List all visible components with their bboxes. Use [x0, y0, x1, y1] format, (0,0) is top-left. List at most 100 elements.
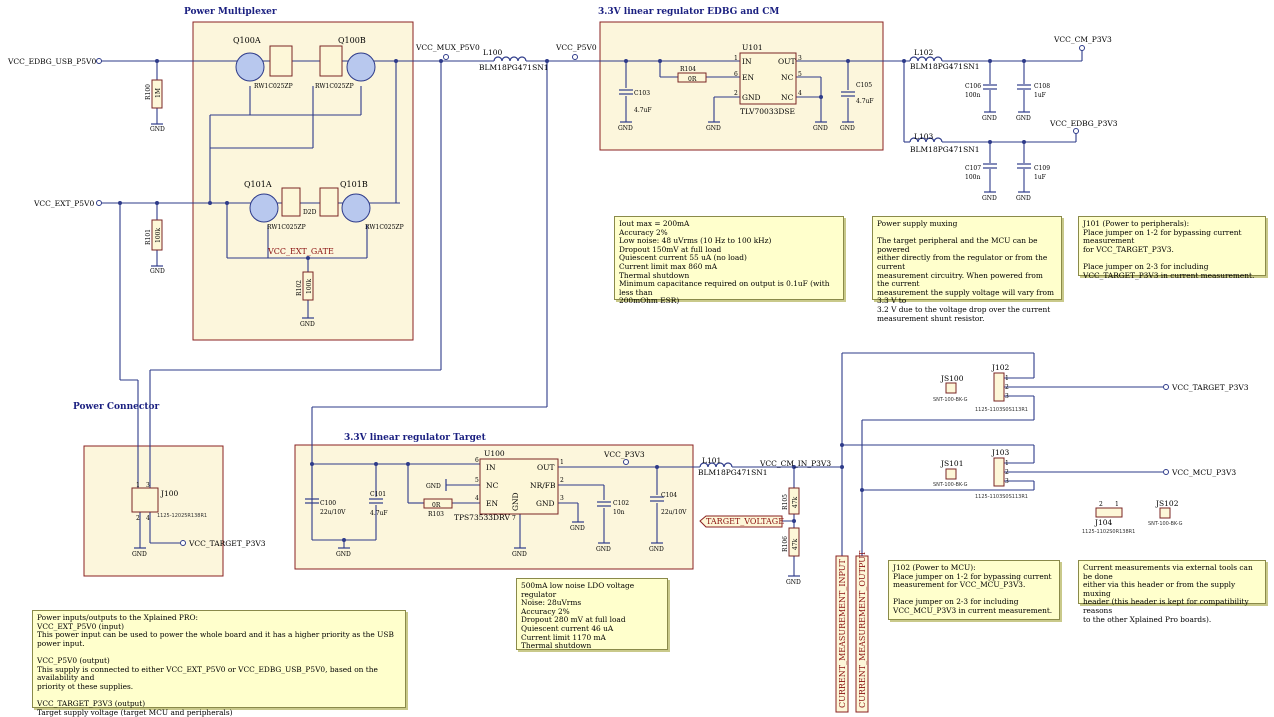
net-target-voltage: TARGET_VOLTAGE — [706, 517, 784, 526]
js100-part: SNT-100-BK-G — [933, 397, 968, 403]
c105-capacitor: C105 4.7uF — [840, 82, 874, 105]
j104-part: 1125-1102S0R138R1 — [1082, 529, 1135, 535]
note-line: VCC_TARGET_P3V3 in current measurement. — [1083, 270, 1255, 280]
gnd-label: GND — [512, 551, 527, 558]
q100a-label: Q100A — [233, 36, 261, 45]
note-line: The target peripheral and the MCU can be… — [877, 236, 1038, 254]
note-line: Quiescent current 46 uA — [521, 623, 614, 633]
js101-jumper: JS101 SNT-100-BK-G — [933, 459, 968, 488]
note-line: J102 (Power to MCU): — [893, 563, 976, 572]
u101-pin-gnd: GND — [742, 93, 761, 102]
c107-value: 100n — [965, 174, 980, 181]
note-line: Noise: 28uVrms — [521, 598, 582, 608]
l102-label: L102 — [914, 48, 934, 57]
power-connector-title: Power Connector — [73, 402, 159, 412]
gnd-label: GND — [1016, 115, 1031, 122]
c106-capacitor: C106 100n — [965, 83, 998, 99]
j104-header: J104 1125-1102S0R138R1 2 1 — [1082, 501, 1135, 535]
gnd-label: GND — [336, 551, 351, 558]
r100-label: R100 — [145, 84, 152, 100]
r103-resistor: 0R R103 — [423, 498, 453, 518]
r106-value: 47k — [792, 538, 799, 550]
c100-value: 22u/10V — [320, 509, 346, 516]
note-line: J101 (Power to peripherals): — [1083, 219, 1190, 228]
note-line: Place jumper on 2-3 for including — [1083, 261, 1209, 271]
pin-number: 2 — [734, 90, 738, 97]
u101-pin-out: OUT — [778, 57, 795, 66]
pin-number: 4 — [146, 515, 150, 522]
note-external-tools: Current measurements via external tools … — [1078, 560, 1266, 623]
u100-pin-in: IN — [486, 463, 496, 472]
c102-label: C102 — [613, 500, 629, 507]
u101-regulator: U101 IN EN GND OUT NC NC 1 6 2 3 5 4 TLV… — [734, 43, 802, 116]
note-line: VCC_MCU_P3V3 in current measurement. — [893, 605, 1053, 615]
c108-label: C108 — [1034, 83, 1050, 90]
cm-wires — [841, 352, 1163, 556]
q101a-label: Q101A — [244, 180, 272, 189]
note-line: for VCC_TARGET_P3V3. — [1083, 244, 1174, 254]
pin-number: 4 — [798, 90, 802, 97]
net-vcc-cm: VCC_CM_P3V3 — [1053, 35, 1112, 44]
mux-wires — [100, 60, 446, 548]
j100-label: J100 — [160, 489, 179, 498]
d2d-label: D2D — [303, 209, 317, 216]
gnd-label: GND — [982, 195, 997, 202]
j100-part: 1125-12025R138R1 — [157, 513, 207, 519]
l100-part: BLM18PG471SN1 — [479, 63, 549, 72]
note-line: VCC_P5V0 (output) — [37, 655, 110, 665]
l100-label: L100 — [483, 48, 503, 57]
pin-number: 4 — [475, 495, 479, 502]
note-line: Current measurements via external tools … — [1083, 563, 1253, 581]
note-line: Iout max = 200mA — [619, 219, 690, 228]
note-line: Thermal shutdown — [619, 270, 690, 280]
target-voltage-port: TARGET_VOLTAGE — [699, 515, 784, 528]
note-power-io: Power inputs/outputs to the Xplained PRO… — [32, 610, 406, 716]
note-line: measurement the supply voltage will vary… — [877, 287, 1055, 306]
pin-number: 1 — [1115, 501, 1119, 508]
u101-pin-in: IN — [742, 57, 752, 66]
edbg-junctions — [545, 59, 1026, 144]
net-cm-input: CURRENT_MEASUREMENT_INPUT — [838, 559, 847, 708]
net-vcc-p5v0: VCC_P5V0 — [555, 43, 597, 52]
gnd-label: GND — [570, 525, 585, 532]
pin-number: 3 — [146, 482, 150, 489]
note-line: 500mA low noise LDO voltage regulator — [521, 581, 635, 599]
note-line: Accuracy 2% — [521, 606, 570, 616]
u100-pin-nc: NC — [486, 481, 499, 490]
js102-label: JS102 — [1155, 499, 1179, 508]
pin-number: 3 — [1005, 478, 1009, 485]
note-j101: J101 (Power to peripherals): Place jumper… — [1078, 216, 1266, 279]
l103-label: L103 — [914, 132, 934, 141]
c101-label: C101 — [370, 491, 386, 498]
u101-label: U101 — [742, 43, 763, 52]
pin-number: 2 — [136, 515, 140, 522]
gnd-label: GND — [813, 125, 828, 132]
edbg-wires — [311, 50, 1083, 464]
u101-pin-nc4: NC — [781, 93, 794, 102]
c108-value: 1uF — [1034, 92, 1046, 99]
c103-capacitor: C103 4.7uF — [618, 89, 652, 114]
c107-capacitor: C107 100n — [965, 163, 998, 181]
note-line: to the other Xplained Pro boards). — [1083, 614, 1212, 624]
gnd-label: GND — [786, 579, 801, 586]
gnd-label: GND — [132, 551, 147, 558]
current-measurement-output-port: CURRENT_MEASUREMENT_OUTPUT — [855, 550, 869, 713]
gnd-label: GND — [840, 125, 855, 132]
c104-capacitor: C104 22u/10V — [649, 492, 687, 516]
q100b-part: RW1C025ZP — [315, 83, 354, 90]
note-line: measurement circuitry. When powered from… — [877, 270, 1043, 289]
pin-number: 1 — [560, 459, 564, 466]
q101b-label: Q101B — [340, 180, 368, 189]
pin-number: 1 — [1005, 460, 1009, 467]
js101-label: JS101 — [940, 459, 963, 468]
j100-connector: J100 1125-12025R138R1 1 3 2 4 — [131, 482, 207, 522]
note-line: Place jumper on 2-3 for including — [893, 597, 1019, 607]
net-vcc-mcu: VCC_MCU_P3V3 — [1171, 468, 1236, 477]
gnd-label: GND — [706, 125, 721, 132]
power-multiplexer-title: Power Multiplexer — [184, 7, 277, 17]
gnd-label: GND — [649, 546, 664, 553]
gnd-label: GND — [150, 268, 165, 275]
note-line: Current limit max 860 mA — [619, 261, 718, 271]
r105-resistor: R105 47k — [782, 487, 800, 515]
l103-part: BLM18PG471SN1 — [910, 145, 980, 154]
